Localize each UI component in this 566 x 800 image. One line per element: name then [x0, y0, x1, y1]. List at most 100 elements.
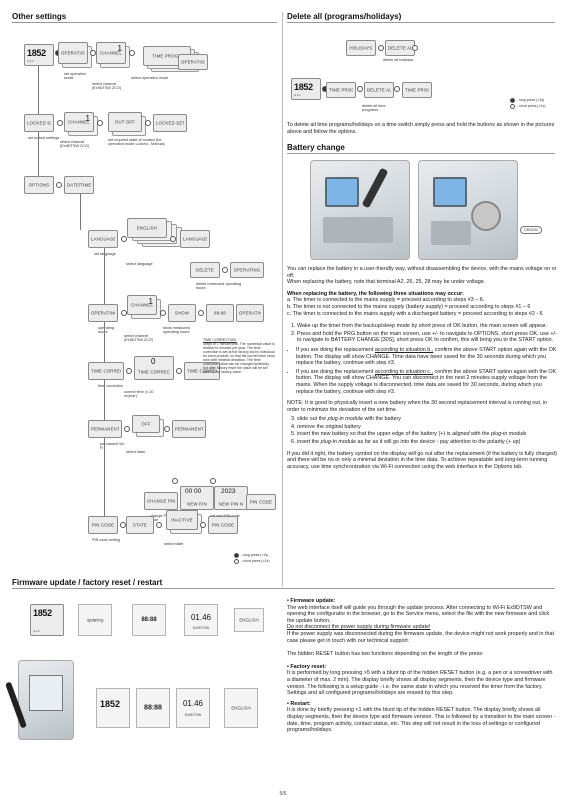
caption-set-locked-settings: set locked settings [28, 136, 60, 140]
short-press-button-icon [156, 522, 162, 528]
short-press-button-icon [172, 478, 178, 484]
fw-device-home: 1852 [96, 688, 130, 728]
fw-updating-box: updating [78, 604, 112, 636]
caption-correct-time: correct time (± 20 m/year) [124, 390, 154, 399]
screen-operation: OPERATION [58, 42, 88, 64]
fw-device-english: ENGLISH [224, 688, 258, 728]
screen-time-correc: TIME CORREC [88, 362, 124, 380]
fw-home-screen: 1852 pt 3.3 [30, 604, 64, 636]
firmware-title: Firmware update / factory reset / restar… [12, 578, 163, 587]
time-correction-note: TIME CORRECTION: Steps of 1 minute/year.… [203, 338, 275, 374]
screen-operating-deleted: OPERATING [230, 262, 264, 278]
short-press-button-icon [176, 368, 182, 374]
screen-inactive: INACTIVE [166, 510, 198, 530]
caption-select-language: select language [126, 262, 153, 266]
short-press-button-icon [90, 50, 96, 56]
short-press-legend-icon [234, 559, 239, 564]
short-press-button-icon [145, 120, 151, 126]
short-press-button-icon [198, 310, 204, 316]
short-press-button-icon [121, 310, 127, 316]
screen-permanent: PERMANENT [88, 420, 122, 438]
caption-set-language: set language [94, 252, 116, 256]
battery-change-rule [287, 153, 555, 154]
screen-operation-result: OPERATION [178, 54, 208, 70]
device-photo-left [310, 160, 410, 260]
screen-delete-all-holidays: DELETE ALL [385, 40, 415, 56]
legend-short-press: - short press (<1s) [241, 559, 270, 563]
screen-holidays: HOLIDAYS [346, 40, 376, 56]
home-screen: 1852 pt 3.3 [24, 44, 54, 66]
battery-label-cr2032: CR2032 [520, 226, 542, 235]
delete-all-rule [287, 22, 555, 23]
battery-change-title: Battery change [287, 143, 345, 152]
caption-time-correction: time correction [98, 384, 123, 388]
battery-instructions: You can replace the battery in a user-fr… [287, 266, 557, 473]
caption-delete-all-time-programs: delete all time programs [362, 104, 386, 113]
other-settings-rule [12, 22, 277, 23]
battery-coin-icon [471, 201, 501, 231]
long-press-legend-icon [510, 98, 515, 103]
short-press-button-icon [160, 310, 166, 316]
screen-language-result: LANGUAGE [180, 230, 210, 248]
caption-select-channel-b: select channel (Ex9DTSW 2CO) [60, 140, 90, 149]
caption-select-channel-c: select channel (Ex9DTSW 2CO) [124, 334, 154, 343]
caption-change-pin-code: change PIN code [150, 514, 170, 523]
screen-off: OFF [132, 415, 160, 433]
screen-operating: OPERATING [88, 304, 118, 322]
short-press-button-icon [164, 426, 170, 432]
short-press-button-icon [56, 182, 62, 188]
caption-select-channel: select channel (Ex9DTSW 2CO) [92, 82, 122, 91]
caption-show-measured: show measured operating hours [163, 326, 190, 335]
delete-all-title: Delete all (programs/holidays) [287, 12, 402, 21]
other-settings-title: Other settings [12, 12, 67, 21]
short-press-button-icon [357, 86, 363, 92]
screen-time-correc-result: TIME CORREC [184, 362, 220, 380]
page-number: 5/6 [279, 791, 287, 797]
caption-select-state-b: select state [164, 542, 184, 546]
short-press-legend-icon [510, 104, 515, 109]
fw-version-box: 01.46 Ex9DTSW [184, 604, 218, 636]
screen-locked-set: LOCKED SET [24, 114, 54, 132]
caption-select-operation-mode: select operation mode [131, 76, 169, 80]
screen-options: OPTIONS [24, 176, 54, 194]
screen-locked-set-result: LOCKED SET [153, 114, 187, 132]
short-press-button-icon [394, 86, 400, 92]
device-display-icon [433, 177, 467, 207]
screen-pin-code-result: PIN CODE [246, 494, 276, 510]
caption-operating-hours: operating hours [98, 326, 114, 335]
device-photo-right [418, 160, 518, 260]
screen-pin-code-final: PIN CODE [208, 516, 238, 534]
home-screen-delete: 1852 pt 3.3 [291, 78, 321, 100]
short-press-button-icon [222, 267, 228, 273]
legend-long-press-b: - long press (>1s) [517, 98, 545, 102]
caption-permanent-wifi: permanent Wi-Fi [100, 442, 125, 451]
short-press-button-icon [200, 522, 206, 528]
caption-delete-measured: delete measured operating hours [196, 282, 242, 291]
screen-delete: DELETE [190, 262, 220, 278]
delete-all-text: To delete all time programs/holidays on … [287, 122, 555, 135]
short-press-button-icon [412, 45, 418, 51]
fw-english-box: ENGLISH [234, 608, 264, 632]
fw-device-photo [4, 660, 74, 740]
short-press-button-icon [126, 368, 132, 374]
column-divider [282, 12, 283, 587]
short-press-button-icon [124, 426, 130, 432]
fw-device-version: 01.46 Ex9DTSW [176, 688, 210, 728]
caption-set-required-state: set required state of contact (for opera… [108, 138, 165, 147]
screen-out-off: OUT OFF [108, 112, 142, 132]
screwdriver-icon [361, 167, 389, 209]
screen-operating-result: OPERATING [236, 304, 264, 322]
fw-device-segments: 88:88 [136, 688, 170, 728]
legend-long-press: - long press (>1s) [241, 553, 269, 557]
fw-segments-box: 88:88 [132, 604, 166, 636]
firmware-instructions: • Firmware update: The web interface its… [287, 598, 556, 734]
device-display-icon [29, 675, 63, 711]
firmware-rule [12, 588, 555, 589]
short-press-button-icon [129, 50, 135, 56]
short-press-button-icon [120, 522, 126, 528]
screen-pin-code: PIN CODE [88, 516, 118, 534]
